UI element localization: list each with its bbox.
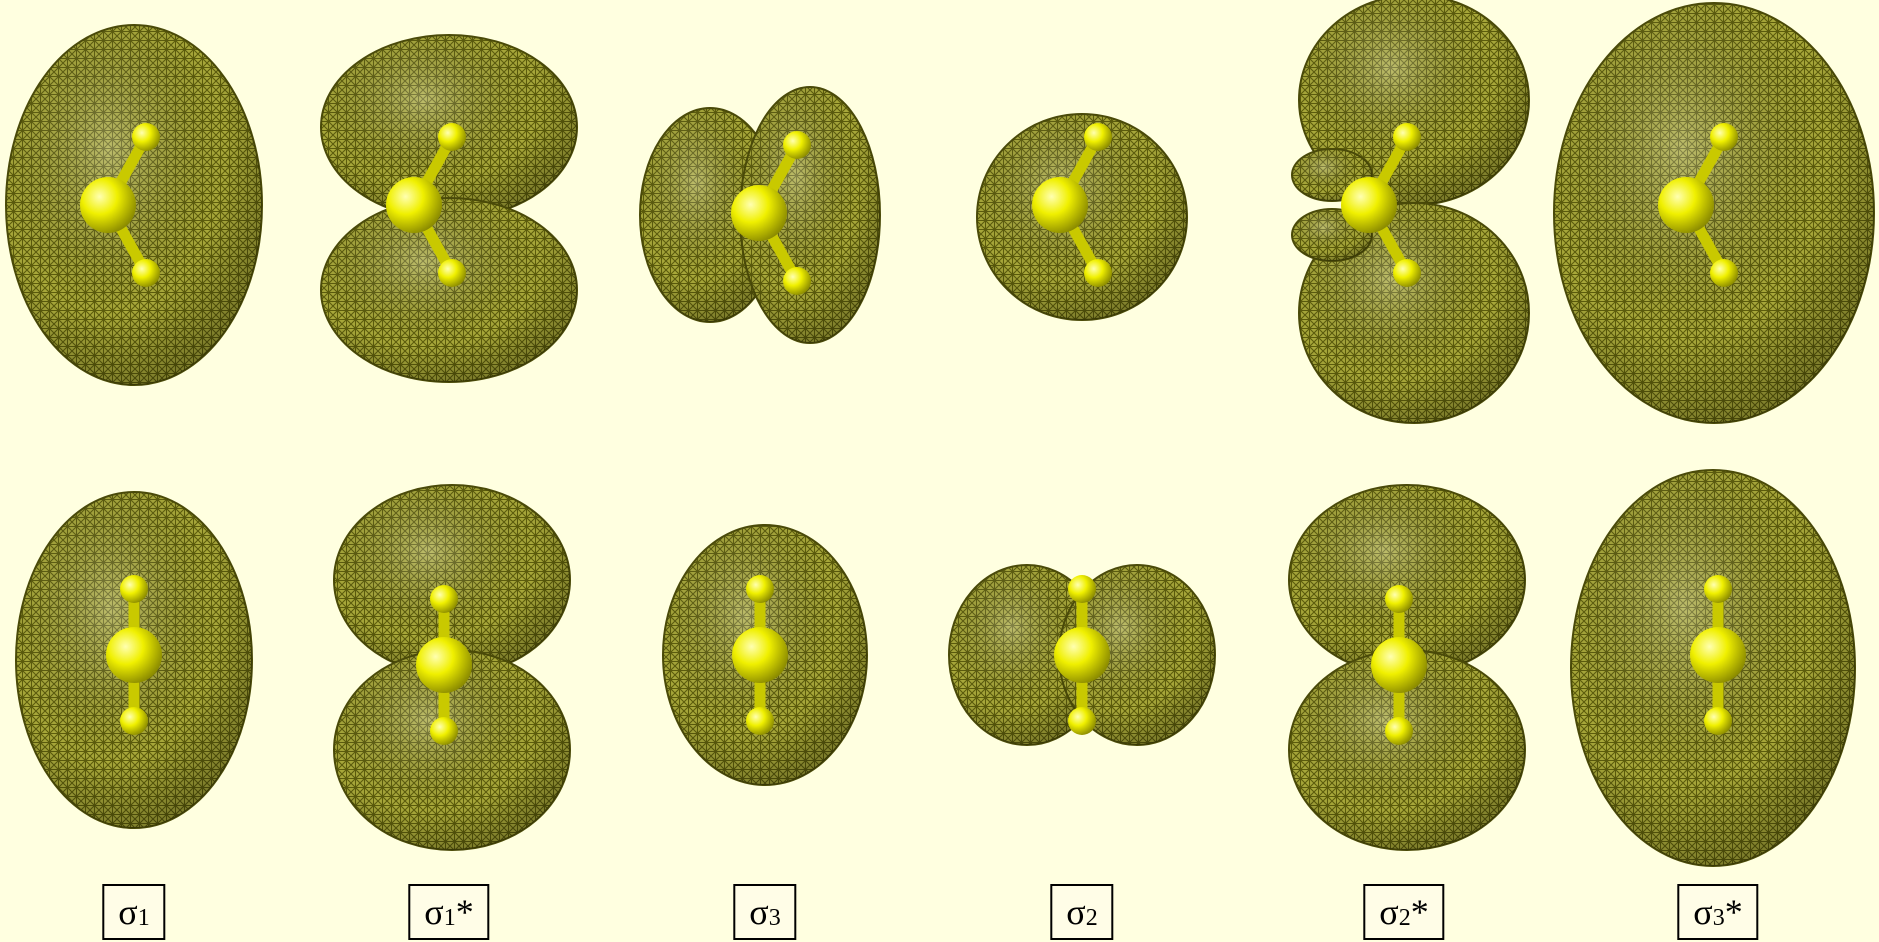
orbital-index: 2	[1399, 905, 1411, 932]
orbital-sigma3-top	[640, 87, 880, 343]
sigma-symbol: σ	[749, 891, 768, 933]
orbital-sigma1-top	[6, 25, 262, 385]
antibonding-star: *	[1411, 891, 1429, 933]
orbital-index: 1	[138, 905, 150, 932]
hydrogen-atom	[746, 575, 774, 603]
orbital-index: 1	[444, 905, 456, 932]
hydrogen-atom	[783, 267, 811, 295]
central-atom	[732, 627, 788, 683]
central-atom	[1054, 627, 1110, 683]
orbital-sigma1-star-bottom	[334, 485, 570, 850]
orbital-sigma2-bottom	[949, 565, 1215, 745]
central-atom	[80, 177, 136, 233]
hydrogen-atom	[430, 585, 458, 613]
central-atom	[416, 637, 472, 693]
hydrogen-atom	[438, 123, 466, 151]
orbital-sigma3-bottom	[663, 525, 867, 785]
hydrogen-atom	[120, 707, 148, 735]
hydrogen-atom	[1710, 259, 1738, 287]
hydrogen-atom	[1704, 707, 1732, 735]
hydrogen-atom	[1068, 575, 1096, 603]
orbital-sigma3-star-bottom	[1571, 470, 1855, 866]
antibonding-star: *	[1725, 891, 1743, 933]
sigma-symbol: σ	[1693, 891, 1712, 933]
orbital-index: 3	[1713, 905, 1725, 932]
central-atom	[1032, 177, 1088, 233]
sigma-symbol: σ	[424, 891, 443, 933]
hydrogen-atom	[1068, 707, 1096, 735]
central-atom	[386, 177, 442, 233]
hydrogen-atom	[1393, 123, 1421, 151]
orbital-sigma2-star-bottom	[1289, 485, 1525, 850]
hydrogen-atom	[132, 259, 160, 287]
orbital-sigma3-star-top	[1554, 3, 1874, 423]
orbital-sigma2-star-top	[1292, 0, 1529, 423]
central-atom	[1658, 177, 1714, 233]
hydrogen-atom	[430, 717, 458, 745]
sigma-symbol: σ	[118, 891, 137, 933]
hydrogen-atom	[1385, 717, 1413, 745]
hydrogen-atom	[438, 259, 466, 287]
central-atom	[1690, 627, 1746, 683]
hydrogen-atom	[1393, 259, 1421, 287]
hydrogen-atom	[1704, 575, 1732, 603]
orbital-sigma1-star-top	[321, 35, 577, 382]
hydrogen-atom	[1084, 123, 1112, 151]
central-atom	[1371, 637, 1427, 693]
sigma-symbol: σ	[1066, 891, 1085, 933]
hydrogen-atom	[1385, 585, 1413, 613]
hydrogen-atom	[783, 131, 811, 159]
central-atom	[1341, 177, 1397, 233]
orbital-sigma2-top	[977, 114, 1187, 320]
orbital-lobe-shading	[1554, 3, 1874, 423]
orbital-sigma1-bottom	[16, 492, 252, 828]
hydrogen-atom	[1084, 259, 1112, 287]
antibonding-star: *	[456, 891, 474, 933]
central-atom	[731, 185, 787, 241]
hydrogen-atom	[132, 123, 160, 151]
orbital-index: 3	[769, 905, 781, 932]
orbital-index: 2	[1086, 905, 1098, 932]
hydrogen-atom	[746, 707, 774, 735]
central-atom	[106, 627, 162, 683]
hydrogen-atom	[1710, 123, 1738, 151]
orbital-lobe-lower-shading	[321, 198, 577, 382]
hydrogen-atom	[120, 575, 148, 603]
sigma-symbol: σ	[1379, 891, 1398, 933]
